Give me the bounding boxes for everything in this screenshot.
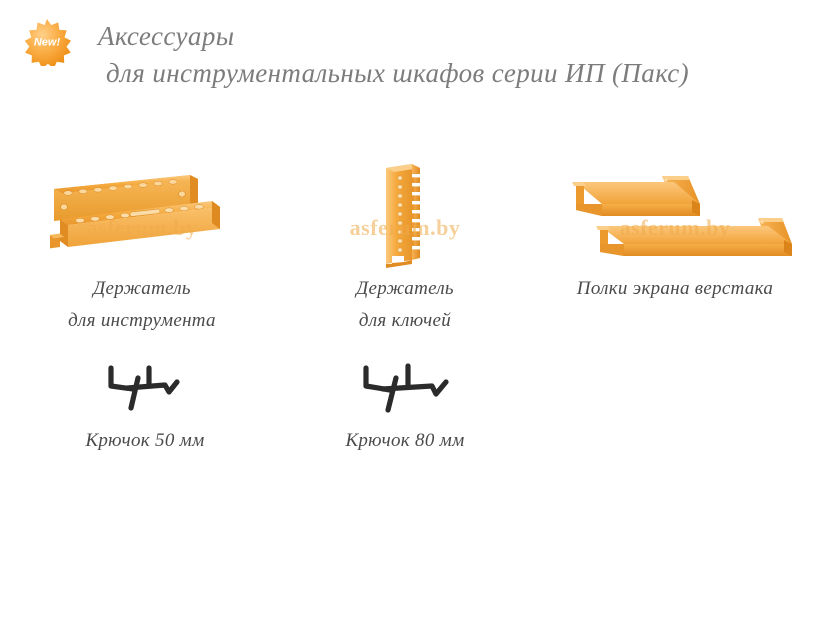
page-title: Аксессуары для инструментальных шкафов с…	[92, 18, 792, 92]
page-header: New! Аксессуары для инструментальных шка…	[0, 0, 829, 120]
hook-50-figure	[30, 358, 260, 416]
product-row-bottom: Крючок 50 мм Крючок 80 мм	[0, 358, 829, 468]
tool-holder-bracket-icon	[50, 175, 220, 249]
page-title-line-1: Аксессуары	[98, 21, 235, 51]
starburst-new-badge-icon: New!	[24, 19, 71, 66]
wire-hook-50mm-icon	[108, 365, 180, 411]
product-caption-line-2: для инструмента	[68, 310, 216, 331]
key-holder-figure: asferum.by	[290, 160, 520, 270]
product-caption-line-1: Держатель	[93, 278, 191, 299]
product-caption-line-1: Полки экрана верстака	[576, 278, 774, 299]
hook-80-figure	[290, 358, 520, 416]
product-caption-line-1: Крючок 50 мм	[85, 430, 205, 451]
product-hook-50[interactable]: Крючок 50 мм	[30, 358, 260, 454]
product-hook-80[interactable]: Крючок 80 мм	[290, 358, 520, 454]
product-key-holder[interactable]: asferum.by Держатель для ключей	[290, 160, 520, 334]
product-row-top: asferum.by Держатель для инструмента	[0, 160, 829, 340]
product-bench-shelves[interactable]: asferum.by Полки экрана верстака	[530, 160, 820, 302]
tool-holder-figure: asferum.by	[12, 160, 272, 270]
page-title-line-2: для инструментальных шкафов серии ИП (Па…	[106, 58, 689, 88]
wire-hook-80mm-icon	[363, 363, 449, 413]
bench-shelves-figure: asferum.by	[530, 160, 820, 270]
product-tool-holder[interactable]: asferum.by Держатель для инструмента	[12, 160, 272, 334]
new-badge: New!	[22, 18, 72, 66]
product-caption-line-1: Крючок 80 мм	[345, 430, 465, 451]
bench-screen-shelves-icon	[572, 176, 792, 256]
wrench-holder-rack-icon	[386, 164, 421, 268]
new-badge-label: New!	[34, 37, 61, 49]
product-caption-line-2: для ключей	[358, 310, 452, 331]
product-caption-line-1: Держатель	[356, 278, 454, 299]
